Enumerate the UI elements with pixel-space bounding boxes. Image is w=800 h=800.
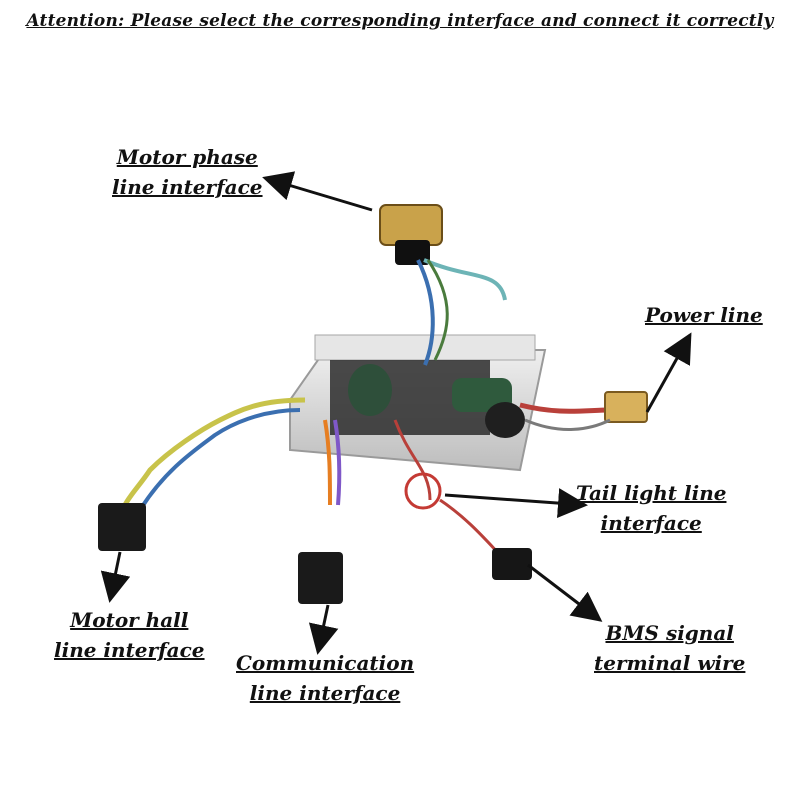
label-motor-hall: Motor hall line interface: [54, 605, 205, 665]
label-communication: Communication line interface: [236, 648, 414, 708]
label-tail-light-line1: Tail light line: [576, 481, 727, 505]
attention-text: Attention: Please select the correspondi…: [26, 11, 774, 31]
label-power-line-text: Power line: [645, 303, 763, 327]
label-bms-line2: terminal wire: [594, 651, 746, 675]
label-motor-phase-line2: line interface: [112, 175, 263, 199]
label-motor-phase: Motor phase line interface: [112, 142, 263, 202]
label-bms-line1: BMS signal: [605, 621, 734, 645]
label-tail-light-line2: interface: [600, 511, 702, 535]
label-motor-hall-line2: line interface: [54, 638, 205, 662]
label-communication-line1: Communication: [236, 651, 415, 675]
attention-banner: Attention: Please select the correspondi…: [0, 0, 800, 42]
bms-connector: [492, 548, 532, 580]
label-communication-line2: line interface: [249, 681, 401, 705]
power-connector: [519, 391, 648, 431]
hall-and-comm-wires: [98, 397, 343, 604]
label-bms: BMS signal terminal wire: [594, 618, 745, 678]
capacitors: [348, 364, 525, 438]
label-tail-light: Tail light line interface: [576, 478, 726, 538]
label-power-line: Power line: [645, 300, 763, 330]
label-motor-hall-line1: Motor hall: [70, 608, 189, 632]
annotation-arrows: [100, 171, 692, 655]
motor-phase-connector: [379, 204, 507, 366]
label-motor-phase-line1: Motor phase: [116, 145, 258, 169]
